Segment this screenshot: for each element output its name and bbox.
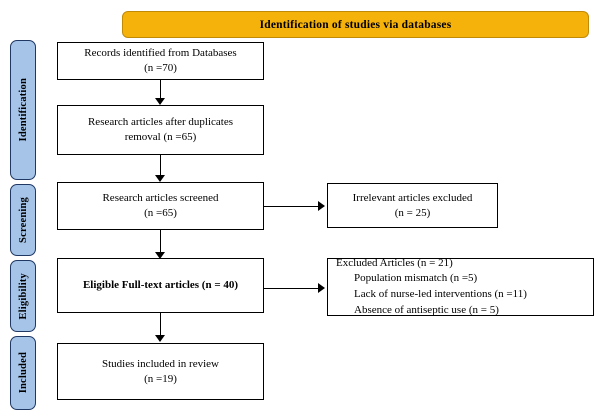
- excluded-articles-list: Excluded Articles (n = 21) Population mi…: [336, 256, 527, 318]
- excluded-reason-population-mismatch: Population mismatch (n =5): [354, 272, 478, 285]
- connector-duplicates-to-screened: [160, 155, 161, 177]
- arrowhead-screened-to-eligible: [155, 252, 165, 259]
- box-records-identified: Records identified from Databases (n =70…: [57, 42, 264, 80]
- connector-screened-to-excluded: [264, 206, 319, 207]
- box-studies-included-text: Studies included in review (n =19): [101, 357, 219, 385]
- arrowhead-screened-to-excluded: [318, 201, 325, 211]
- box-studies-included: Studies included in review (n =19): [57, 343, 264, 400]
- connector-identified-to-duplicates: [160, 80, 161, 100]
- box-excluded-articles: Excluded Articles (n = 21) Population mi…: [327, 256, 594, 318]
- connector-eligible-to-excluded-articles: [264, 288, 319, 289]
- stage-tab-included: Included: [10, 336, 36, 410]
- arrowhead-eligible-to-included: [155, 335, 165, 342]
- stage-tab-screening: Screening: [10, 184, 36, 256]
- excluded-reason-lack-nurse-led: Lack of nurse-led interventions (n =11): [354, 288, 527, 300]
- stage-tab-identification: Identification: [10, 40, 36, 180]
- connector-screened-to-eligible: [160, 230, 161, 254]
- arrowhead-identified-to-duplicates: [155, 98, 165, 105]
- stage-label-identification: Identification: [17, 78, 29, 142]
- stage-tab-eligibility: Eligibility: [10, 260, 36, 332]
- diagram-banner: Identification of studies via databases: [122, 11, 589, 38]
- arrowhead-duplicates-to-screened: [155, 175, 165, 182]
- box-articles-screened: Research articles screened (n =65): [57, 182, 264, 230]
- arrowhead-eligible-to-excluded-articles: [318, 283, 325, 293]
- box-records-identified-text: Records identified from Databases (n =70…: [84, 47, 237, 74]
- excluded-articles-heading: Excluded Articles (n = 21): [336, 256, 453, 269]
- stage-label-included: Included: [17, 352, 29, 394]
- box-after-duplicates: Research articles after duplicates remov…: [57, 105, 264, 155]
- box-after-duplicates-text: Research articles after duplicates remov…: [87, 116, 234, 143]
- banner-title: Identification of studies via databases: [259, 18, 452, 31]
- box-articles-screened-text: Research articles screened (n =65): [102, 192, 219, 219]
- connector-eligible-to-included: [160, 313, 161, 337]
- excluded-reason-absence-antiseptic: Absence of antiseptic use (n = 5): [354, 303, 499, 316]
- box-irrelevant-excluded: Irrelevant articles excluded (n = 25): [327, 183, 498, 228]
- box-eligible-fulltext: Eligible Full-text articles (n = 40): [57, 258, 264, 313]
- box-eligible-fulltext-text: Eligible Full-text articles (n = 40): [82, 279, 239, 292]
- box-irrelevant-excluded-text: Irrelevant articles excluded (n = 25): [352, 191, 473, 219]
- stage-label-eligibility: Eligibility: [17, 272, 29, 320]
- stage-label-screening: Screening: [17, 197, 29, 243]
